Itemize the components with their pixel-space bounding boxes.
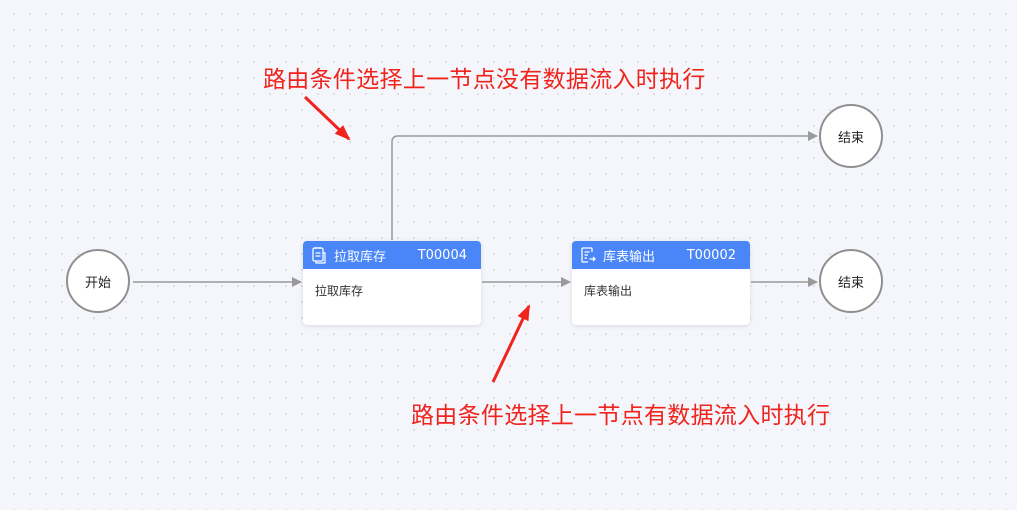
- annotation-data-route: 路由条件选择上一节点有数据流入时执行: [411, 403, 831, 429]
- task-node-pull-inventory[interactable]: 拉取库存 T00004 拉取库存: [303, 241, 481, 325]
- document-export-icon: [579, 246, 597, 264]
- start-node-label: 开始: [84, 275, 111, 291]
- task-header: 拉取库存 T00004: [303, 241, 481, 269]
- end-node-bottom-label: 结束: [837, 275, 864, 291]
- task-node-inventory-output[interactable]: 库表输出 T00002 库表输出: [572, 241, 750, 325]
- end-node-top[interactable]: 结束: [819, 104, 883, 168]
- task-header: 库表输出 T00002: [572, 241, 750, 269]
- annotation-arrow-top: [303, 95, 351, 141]
- task-body: 库表输出: [584, 284, 633, 298]
- end-node-top-label: 结束: [837, 130, 864, 146]
- task-title: 库表输出: [603, 249, 656, 265]
- end-node-bottom[interactable]: 结束: [819, 249, 883, 313]
- edge-pull-inventory-to-end-top[interactable]: [391, 131, 818, 240]
- start-node[interactable]: 开始: [66, 249, 130, 313]
- annotation-no-data-route: 路由条件选择上一节点没有数据流入时执行: [263, 67, 706, 93]
- task-code: T00002: [686, 247, 736, 263]
- task-code: T00004: [417, 247, 467, 263]
- annotation-arrow-bottom: [491, 304, 531, 383]
- document-icon: [310, 246, 328, 264]
- task-title: 拉取库存: [334, 249, 387, 265]
- task-body: 拉取库存: [315, 284, 364, 298]
